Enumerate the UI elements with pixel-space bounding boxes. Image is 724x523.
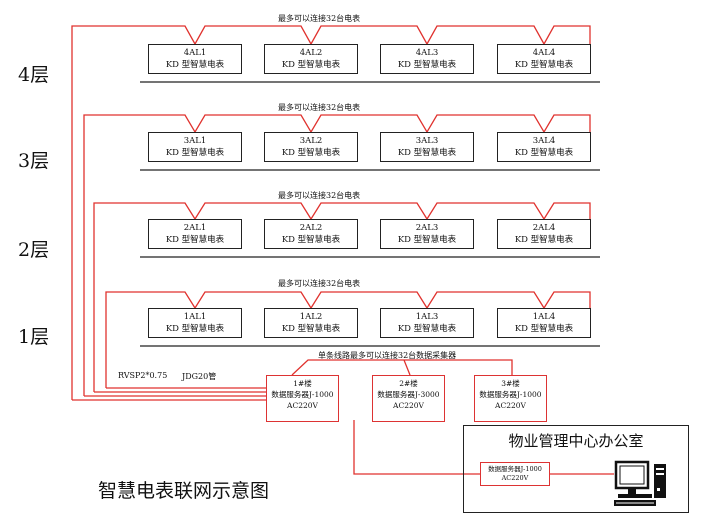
office-server: 数据服务器J-1000 AC220V: [480, 462, 550, 486]
meter-id: 4AL2: [299, 48, 323, 58]
collector-building-2: 2#楼 数据服务器J-3000 AC220V: [372, 375, 445, 422]
floor-1-limit-note: 最多可以连接32台电表: [278, 279, 361, 288]
collector-device: 数据服务器J-1000: [479, 390, 542, 399]
meter-id: 3AL4: [532, 136, 556, 146]
collector-chain: [291, 359, 513, 376]
meter-1al2: 1AL2 KD 型智慧电表: [264, 308, 358, 338]
meter-model: KD 型智慧电表: [514, 235, 574, 245]
meter-model: KD 型智慧电表: [165, 235, 225, 245]
collector-power: AC220V: [495, 401, 526, 410]
diagram-caption: 智慧电表联网示意图: [98, 480, 270, 502]
meter-3al2: 3AL2 KD 型智慧电表: [264, 132, 358, 162]
collector-device: 数据服务器J-3000: [377, 390, 440, 399]
meter-model: KD 型智慧电表: [281, 148, 341, 158]
meter-1al3: 1AL3 KD 型智慧电表: [380, 308, 474, 338]
floor-3-limit-note: 最多可以连接32台电表: [278, 103, 361, 112]
meter-4al3: 4AL3 KD 型智慧电表: [380, 44, 474, 74]
office-server-power: AC220V: [501, 474, 529, 482]
collector-limit-note: 单条线路最多可以连接32台数据采集器: [318, 351, 457, 360]
floor-rs485-bus: [93, 202, 591, 392]
meter-id: 1AL3: [415, 312, 439, 322]
collector-power: AC220V: [287, 401, 318, 410]
collector-building: 2#楼: [399, 379, 418, 388]
office-server-device: 数据服务器J-1000: [488, 465, 542, 473]
meter-id: 2AL1: [183, 223, 207, 233]
meter-4al4: 4AL4 KD 型智慧电表: [497, 44, 591, 74]
meter-id: 4AL4: [532, 48, 556, 58]
floor-rs485-bus: [83, 114, 591, 396]
meter-model: KD 型智慧电表: [397, 235, 457, 245]
collector-power: AC220V: [393, 401, 424, 410]
floor-2-limit-note: 最多可以连接32台电表: [278, 191, 361, 200]
meter-id: 4AL3: [415, 48, 439, 58]
collector-building-3: 3#楼 数据服务器J-1000 AC220V: [474, 375, 547, 422]
floor-4-limit-note: 最多可以连接32台电表: [278, 14, 361, 23]
floor-label-1: 1层: [18, 326, 50, 348]
collector-building: 3#楼: [501, 379, 520, 388]
meter-id: 3AL3: [415, 136, 439, 146]
meter-model: KD 型智慧电表: [514, 60, 574, 70]
meter-id: 2AL4: [532, 223, 556, 233]
meter-model: KD 型智慧电表: [165, 324, 225, 334]
collector-device: 数据服务器J-1000: [271, 390, 334, 399]
meter-4al2: 4AL2 KD 型智慧电表: [264, 44, 358, 74]
meter-model: KD 型智慧电表: [281, 235, 341, 245]
collector-to-office: [353, 420, 480, 475]
meter-1al4: 1AL4 KD 型智慧电表: [497, 308, 591, 338]
meter-2al4: 2AL4 KD 型智慧电表: [497, 219, 591, 249]
meter-model: KD 型智慧电表: [281, 324, 341, 334]
meter-model: KD 型智慧电表: [281, 60, 341, 70]
meter-id: 2AL3: [415, 223, 439, 233]
meter-2al2: 2AL2 KD 型智慧电表: [264, 219, 358, 249]
meter-id: 3AL1: [183, 136, 207, 146]
floor-rs485-bus: [71, 25, 591, 400]
meter-3al4: 3AL4 KD 型智慧电表: [497, 132, 591, 162]
meter-model: KD 型智慧电表: [397, 324, 457, 334]
floor-label-4: 4层: [18, 64, 50, 86]
meter-id: 1AL2: [299, 312, 323, 322]
meter-3al1: 3AL1 KD 型智慧电表: [148, 132, 242, 162]
collector-building-1: 1#楼 数据服务器J-1000 AC220V: [266, 375, 339, 422]
meter-model: KD 型智慧电表: [397, 60, 457, 70]
meter-model: KD 型智慧电表: [397, 148, 457, 158]
meter-3al3: 3AL3 KD 型智慧电表: [380, 132, 474, 162]
cable-spec-label: RVSP2*0.75: [118, 371, 168, 380]
meter-id: 3AL2: [299, 136, 323, 146]
floor-label-2: 2层: [18, 239, 50, 261]
meter-2al3: 2AL3 KD 型智慧电表: [380, 219, 474, 249]
conduit-spec-label: JDG20管: [182, 372, 217, 381]
office-title: 物业管理中心办公室: [508, 432, 644, 450]
meter-id: 1AL1: [183, 312, 207, 322]
management-office: 物业管理中心办公室 数据服务器J-1000 AC220V: [463, 425, 689, 513]
floor-rs485-bus: [105, 291, 591, 388]
meter-id: 1AL4: [532, 312, 556, 322]
meter-2al1: 2AL1 KD 型智慧电表: [148, 219, 242, 249]
floor-label-3: 3层: [18, 150, 50, 172]
meter-id: 2AL2: [299, 223, 323, 233]
meter-1al1: 1AL1 KD 型智慧电表: [148, 308, 242, 338]
meter-model: KD 型智慧电表: [165, 60, 225, 70]
computer-icon: [614, 460, 666, 506]
meter-model: KD 型智慧电表: [165, 148, 225, 158]
meter-id: 4AL1: [183, 48, 207, 58]
meter-4al1: 4AL1 KD 型智慧电表: [148, 44, 242, 74]
meter-model: KD 型智慧电表: [514, 324, 574, 334]
collector-building: 1#楼: [293, 379, 312, 388]
meter-model: KD 型智慧电表: [514, 148, 574, 158]
